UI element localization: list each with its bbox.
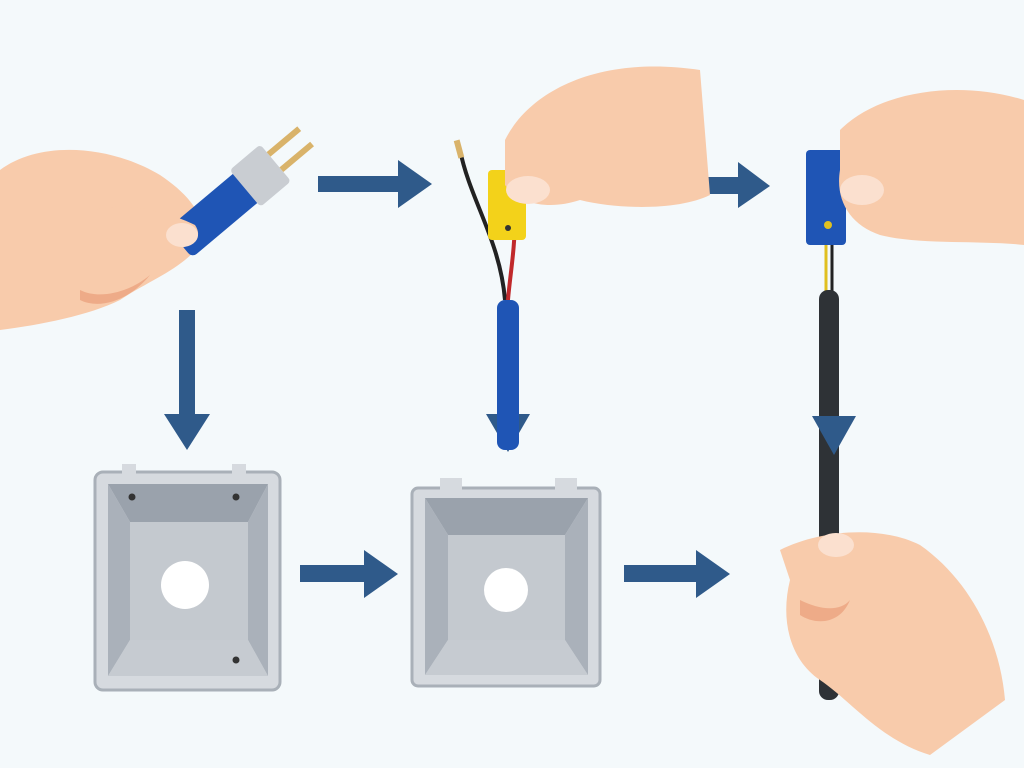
hand-holding-cable-icon: [780, 532, 1005, 755]
arrow-down-icon: [812, 416, 856, 455]
hand-holding-yellow-wire-connector-icon: [453, 66, 710, 450]
hand-holding-blue-connector-icon: [0, 126, 314, 330]
arrow-right-icon: [318, 160, 432, 208]
arrow-right-icon: [300, 550, 398, 598]
open-junction-box-icon: [93, 464, 282, 692]
arrow-right-icon: [668, 162, 770, 208]
arrow-right-icon: [624, 550, 730, 598]
arrow-down-icon: [164, 310, 210, 450]
open-junction-box-icon: [410, 478, 602, 688]
